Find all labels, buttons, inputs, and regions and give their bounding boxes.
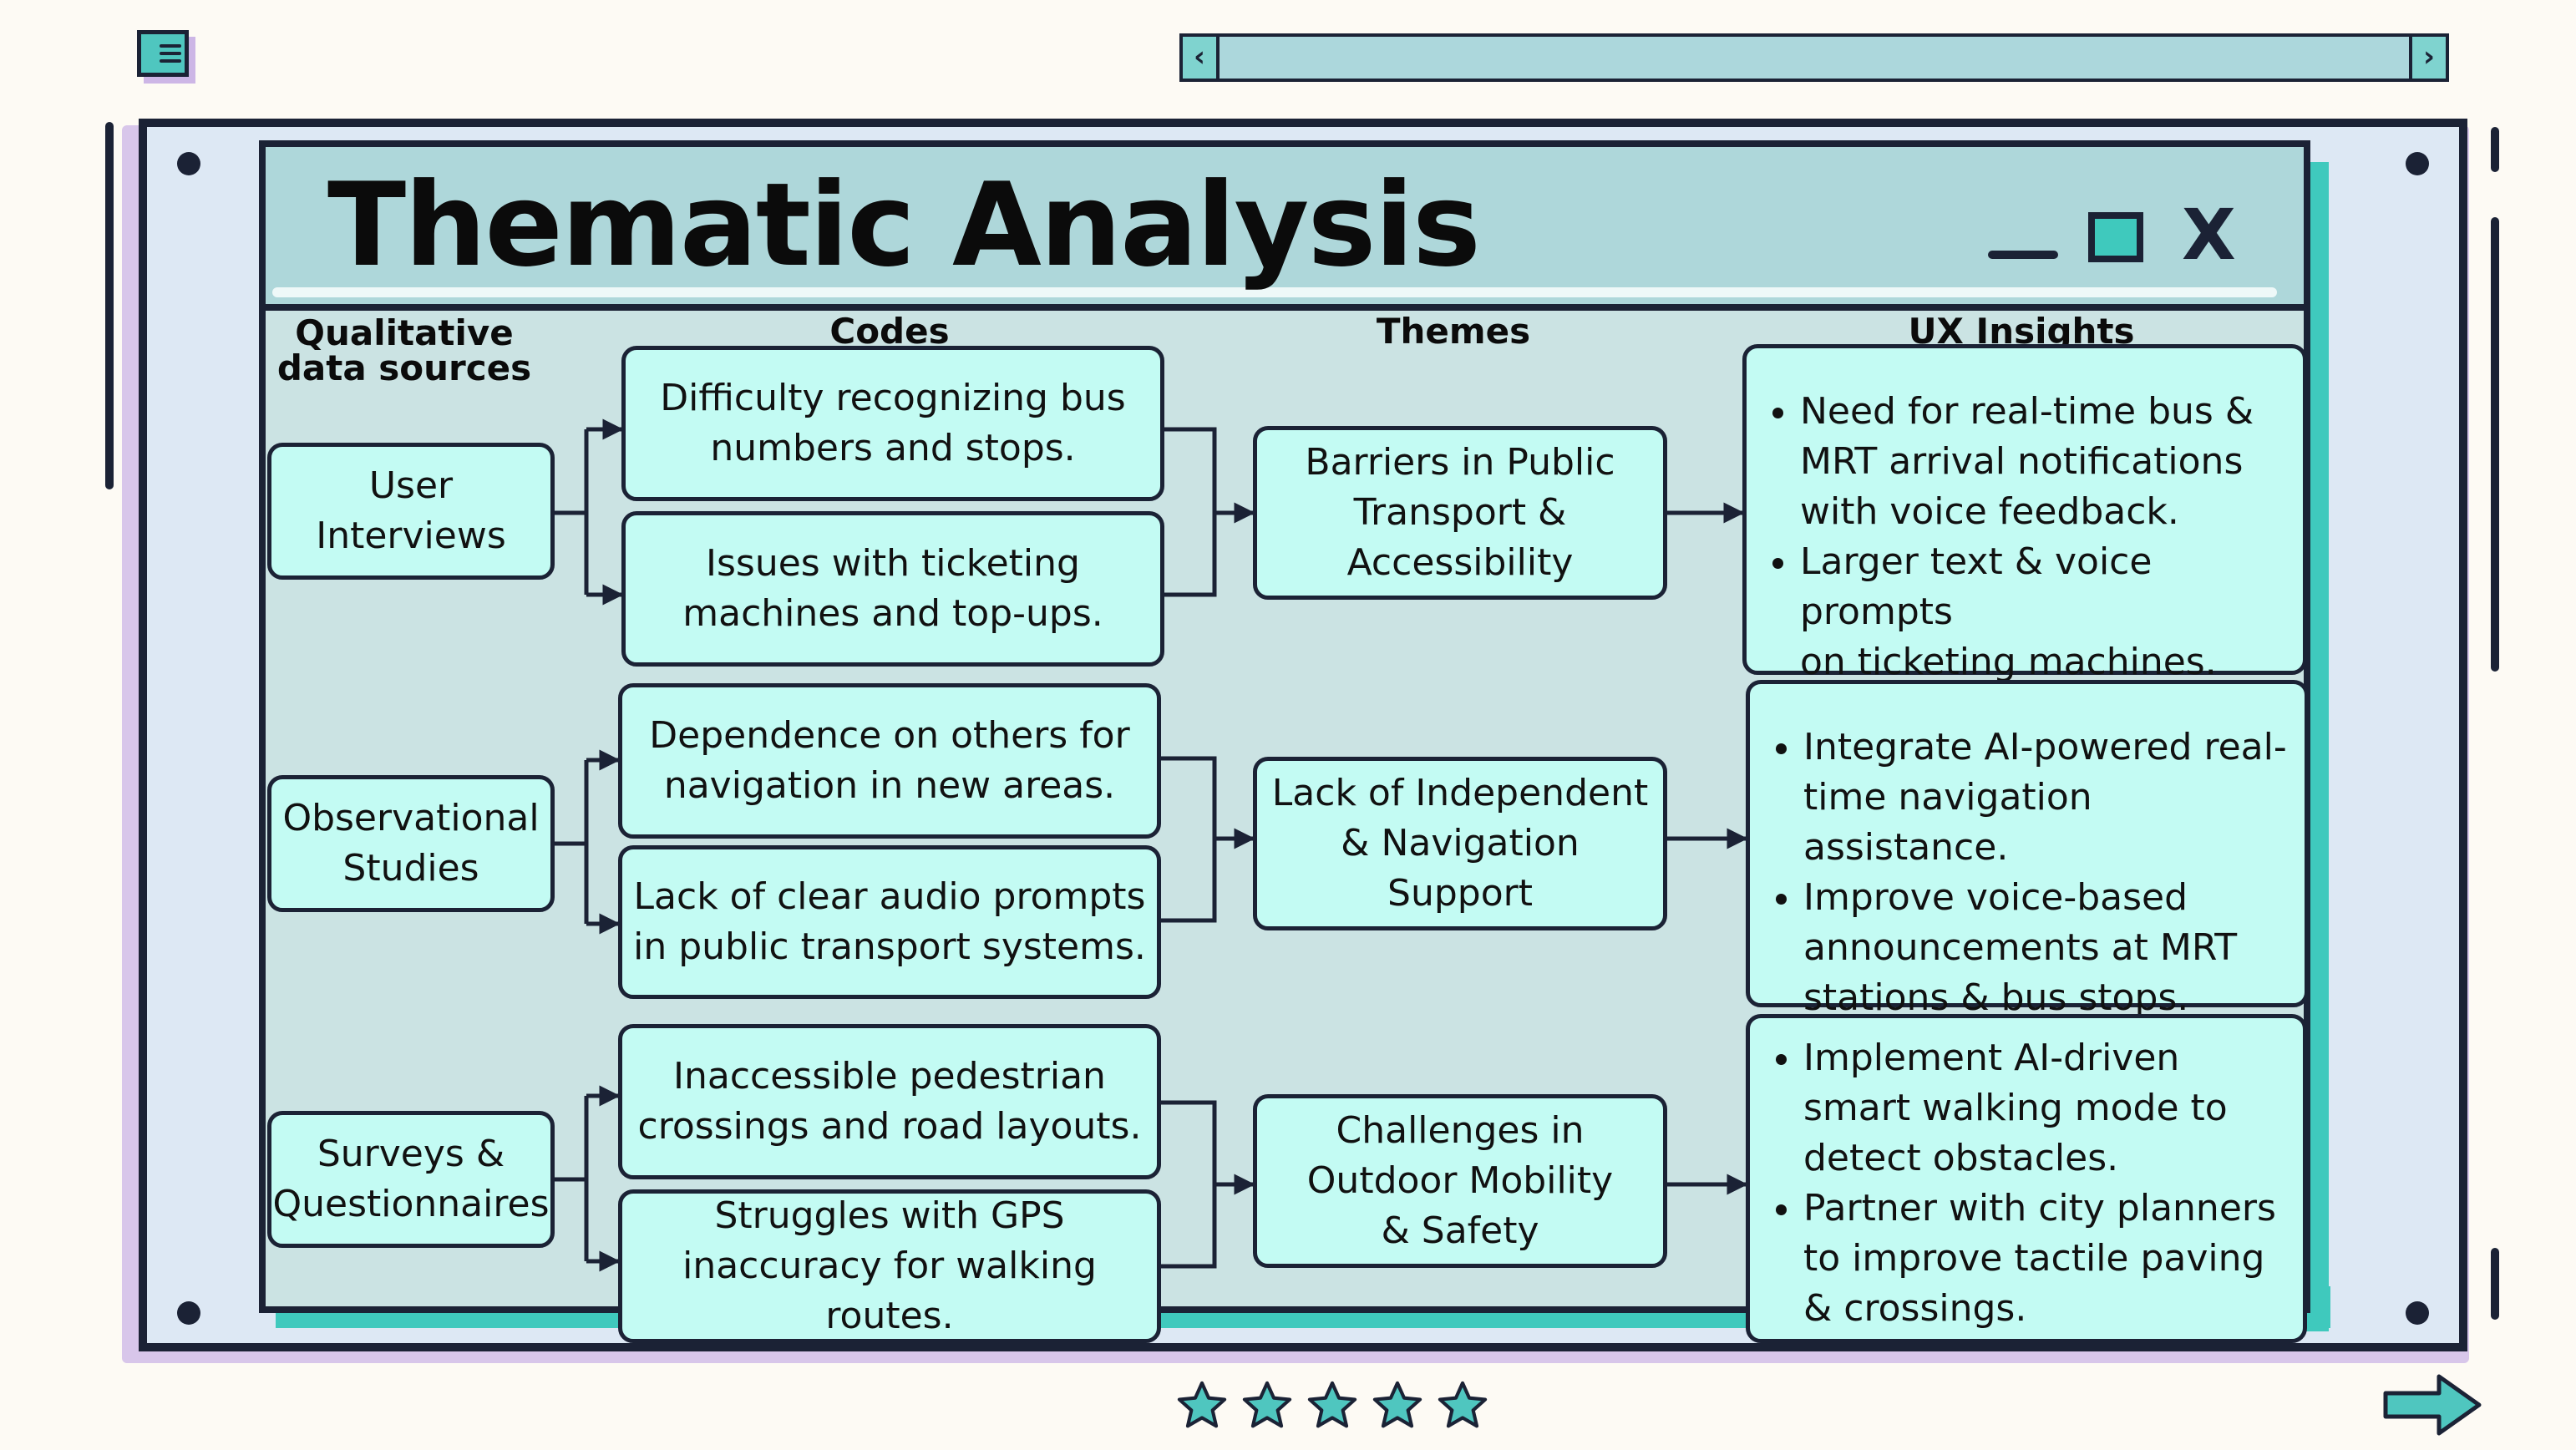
corner-dot: [2406, 1301, 2429, 1325]
source-box: Surveys &Questionnaires: [267, 1111, 555, 1248]
scroll-left-icon[interactable]: ‹: [1179, 33, 1220, 82]
scroll-right-icon[interactable]: ›: [2409, 33, 2449, 82]
page-title: Thematic Analysis: [327, 158, 1481, 292]
insight-item: Need for real-time bus &MRT arrival noti…: [1800, 387, 2303, 537]
insight-box: Need for real-time bus &MRT arrival noti…: [1742, 344, 2307, 683]
minimize-button[interactable]: [1988, 251, 2058, 259]
side-stroke: [2491, 1248, 2499, 1320]
horizontal-scrollbar[interactable]: ‹ ›: [1179, 33, 2449, 82]
menu-icon[interactable]: [137, 30, 189, 77]
column-header-sources: Qualitative data sources: [276, 312, 532, 388]
column-header-codes: Codes: [829, 311, 950, 352]
column-header-themes: Themes: [1376, 311, 1531, 352]
star-icon[interactable]: [1372, 1380, 1423, 1432]
window-titlebar: [266, 147, 2304, 311]
maximize-button[interactable]: [2088, 212, 2143, 262]
side-stroke: [2491, 127, 2499, 172]
side-stroke: [2491, 217, 2499, 672]
star-icon[interactable]: [1241, 1380, 1293, 1432]
corner-dot: [177, 1301, 200, 1325]
titlebar-highlight: [272, 287, 2277, 297]
corner-dot: [2406, 152, 2429, 175]
side-stroke: [105, 122, 114, 489]
star-icon[interactable]: [1437, 1380, 1488, 1432]
insight-box: Integrate AI-powered real-time navigatio…: [1746, 680, 2309, 1019]
close-button[interactable]: X: [2182, 194, 2236, 276]
star-icon[interactable]: [1306, 1380, 1358, 1432]
column-header-insights: UX Insights: [1908, 311, 2135, 352]
star-icon[interactable]: [1176, 1380, 1228, 1432]
next-arrow-icon[interactable]: [2382, 1371, 2482, 1438]
insight-item: Integrate AI-powered real-time navigatio…: [1803, 722, 2305, 873]
corner-dot: [177, 152, 200, 175]
